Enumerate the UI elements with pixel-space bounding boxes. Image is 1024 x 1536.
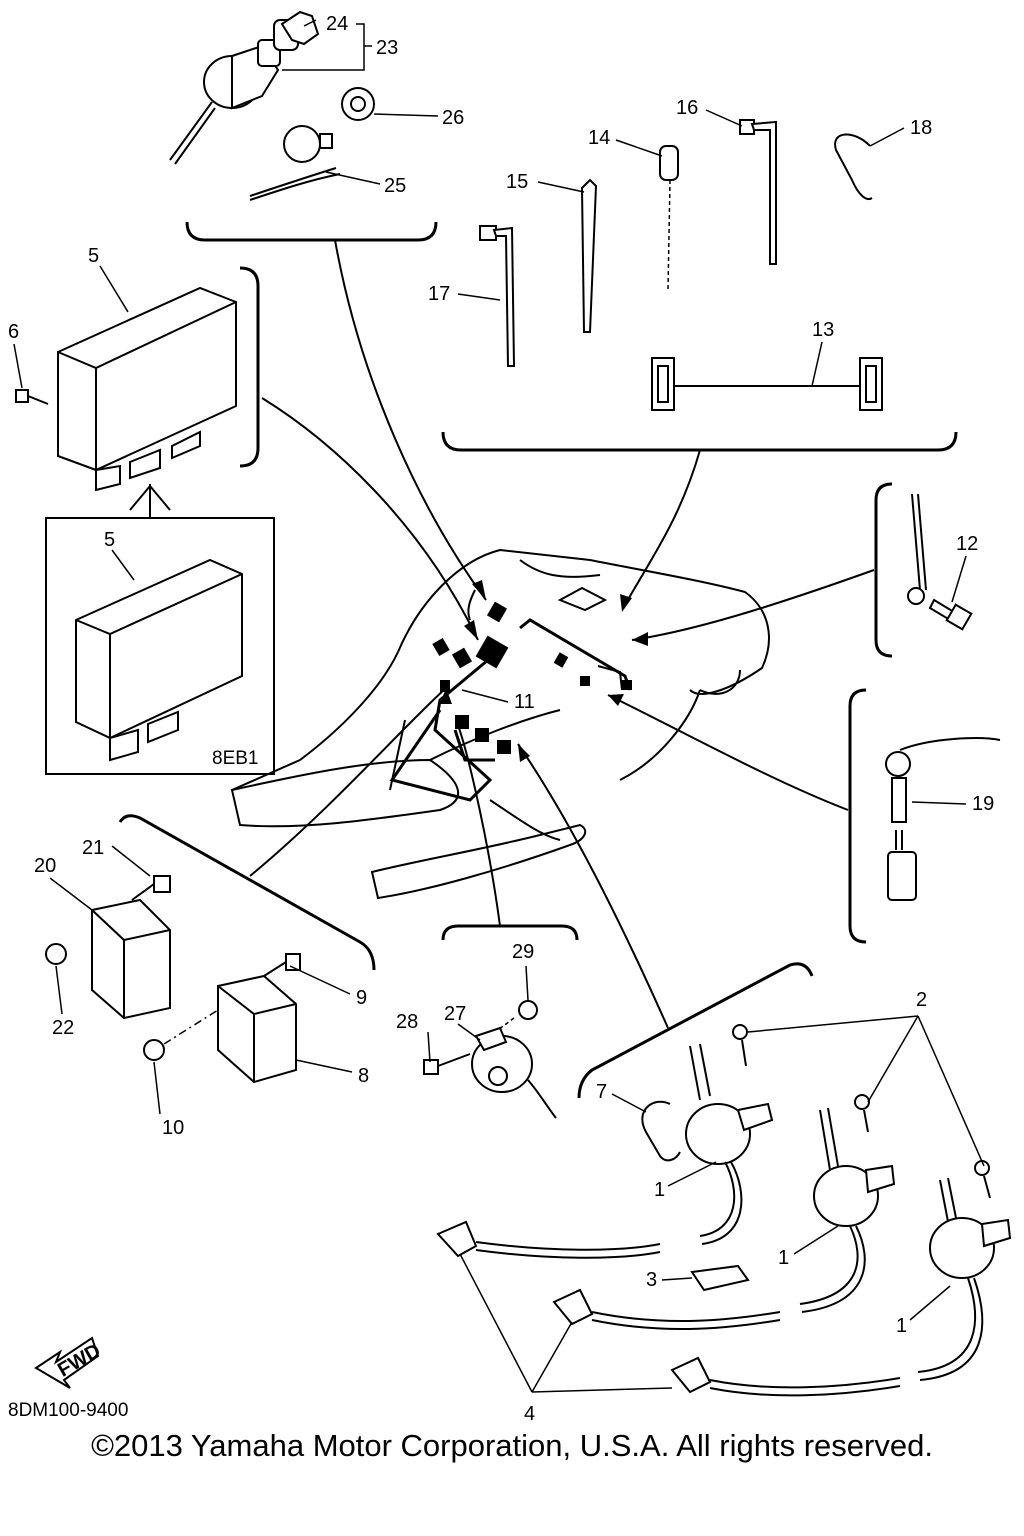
- callout-13: 13: [812, 319, 834, 341]
- callout-17: 17: [428, 283, 450, 305]
- nut-10: [143, 1009, 219, 1061]
- callout-26: 26: [442, 107, 464, 129]
- leader-sensor: [607, 694, 849, 811]
- arrowhead: [472, 580, 486, 600]
- fuse-holder-14: [659, 145, 679, 291]
- bracket-ignition: [577, 962, 814, 1099]
- holder-13: [651, 357, 883, 411]
- leader-clamps: [624, 449, 701, 606]
- callout-28: 28: [396, 1011, 418, 1033]
- callout-25: 25: [384, 175, 406, 197]
- ignition-coil-1c: [917, 1177, 1012, 1381]
- bracket-ground: [874, 482, 893, 658]
- ground-lead: [907, 493, 927, 605]
- bolt-28: [423, 1053, 471, 1075]
- bracket-throttle: [441, 924, 579, 941]
- ignition-coil-1a: [685, 1043, 774, 1245]
- callout-5b: 5: [104, 529, 115, 551]
- clip-7: [641, 1100, 681, 1162]
- leader-ignition-switch: [334, 239, 487, 601]
- regulator-20: [91, 898, 171, 1020]
- callout-14: 14: [588, 127, 610, 149]
- copyright-notice: ©2013 Yamaha Motor Corporation, U.S.A. A…: [91, 1428, 933, 1463]
- snowmobile-body: [230, 548, 770, 900]
- arrowhead: [608, 694, 624, 706]
- forward-arrow-icon: FWD: [34, 1336, 105, 1389]
- regulator-8: [217, 974, 297, 1084]
- bolt-9: [263, 953, 301, 977]
- callout-9: 9: [356, 987, 367, 1009]
- bracket-regulators: [118, 814, 376, 971]
- callout-16: 16: [676, 97, 698, 119]
- callout-1b: 1: [778, 1247, 789, 1269]
- callout-27: 27: [444, 1003, 466, 1025]
- callout-12: 12: [956, 533, 978, 555]
- bracket-top-right: [441, 431, 958, 452]
- clamp-16: [739, 119, 777, 265]
- callout-18: 18: [910, 117, 932, 139]
- callout-22: 22: [52, 1017, 74, 1039]
- wire-harness: [389, 601, 632, 802]
- leader-throttle: [457, 724, 501, 927]
- throttle-switch: [471, 1026, 557, 1119]
- bracket-top-left: [185, 221, 438, 242]
- leader-regulator: [249, 687, 447, 877]
- stop-switch: [249, 125, 341, 201]
- cdi-unit: [57, 286, 237, 492]
- callout-3: 3: [646, 1269, 657, 1291]
- callout-21: 21: [82, 837, 104, 859]
- callout-23: 23: [376, 37, 398, 59]
- callout-7: 7: [596, 1081, 607, 1103]
- ignition-coil-1b: [799, 1107, 896, 1313]
- bolt-21: [131, 875, 171, 901]
- variant-box: [45, 484, 275, 775]
- callout-2: 2: [916, 989, 927, 1011]
- leader-ignition-coils: [517, 743, 669, 1029]
- band-17: [479, 225, 516, 367]
- screw-6: [15, 389, 49, 405]
- callout-10: 10: [162, 1117, 184, 1139]
- callout-19: 19: [972, 793, 994, 815]
- arrowhead: [464, 620, 478, 640]
- drawing-code: 8DM100-9400: [8, 1400, 128, 1421]
- switch-nut: [341, 87, 375, 121]
- key: [280, 10, 320, 46]
- screws-2: [732, 1024, 991, 1199]
- clamp-3: [690, 1264, 750, 1292]
- callout-24: 24: [326, 13, 348, 35]
- callout-6: 6: [8, 321, 19, 343]
- nut-29: [497, 1000, 538, 1031]
- callout-11: 11: [514, 691, 535, 713]
- ignition-switch: [169, 19, 299, 165]
- callout-15: 15: [506, 171, 528, 193]
- bracket-cdi: [239, 266, 260, 468]
- arrowhead: [518, 744, 530, 762]
- callout-8: 8: [358, 1065, 369, 1087]
- leader-cdi: [261, 397, 479, 641]
- callout-1c: 1: [896, 1315, 907, 1337]
- leader-ground: [631, 569, 875, 641]
- spark-plug-caps: [436, 1220, 901, 1397]
- callout-leaders: [13, 19, 985, 1393]
- wire-clamp-15: [580, 178, 598, 333]
- callout-29: 29: [512, 941, 534, 963]
- callout-5a: 5: [88, 245, 99, 267]
- arrowhead: [632, 632, 648, 646]
- callout-20: 20: [34, 855, 56, 877]
- temperature-sensor: [885, 737, 1001, 901]
- variant-code: 8EB1: [212, 748, 258, 769]
- bolt-12: [928, 598, 973, 631]
- nut-22: [45, 943, 67, 965]
- clip-18: [834, 133, 873, 200]
- callout-1a: 1: [654, 1179, 665, 1201]
- callout-4: 4: [524, 1403, 535, 1425]
- arrowhead: [620, 594, 632, 612]
- bracket-sensor: [848, 688, 867, 944]
